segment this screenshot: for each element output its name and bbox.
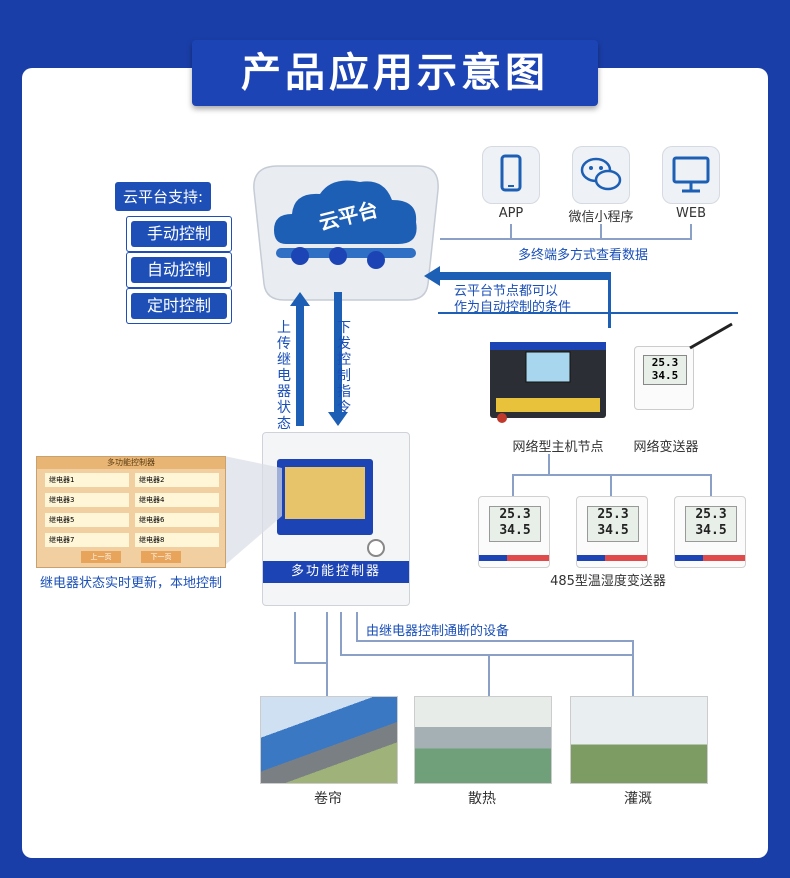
connector <box>488 654 490 696</box>
transmitter-screen: 25.3 34.5 <box>643 355 687 385</box>
device-label-curtain: 卷帘 <box>314 791 342 807</box>
relay-2[interactable]: 继电器2 <box>135 473 219 487</box>
connector <box>294 612 296 662</box>
sensor-stripe <box>577 555 647 561</box>
connector <box>510 224 512 240</box>
sensor-485-2-hum: 34.5 <box>597 523 629 538</box>
cloud-support-heading: 云平台支持: <box>115 182 212 211</box>
controller-screen-frame <box>277 459 373 535</box>
mode-manual-label: 手动控制 <box>131 221 227 247</box>
device-label-cooling: 散热 <box>468 791 496 807</box>
devices-caption: 由继电器控制通断的设备 <box>366 624 510 639</box>
sensor-485-3-hum: 34.5 <box>695 523 727 538</box>
web-icon-box[interactable] <box>662 146 720 204</box>
controller-device: 多功能控制器 <box>262 432 410 606</box>
connector <box>632 640 634 696</box>
network-transmitter: 25.3 34.5 <box>634 346 694 410</box>
connector <box>294 662 328 664</box>
relay-1[interactable]: 继电器1 <box>45 473 129 487</box>
connector <box>710 474 712 496</box>
photo-cooling <box>414 696 552 784</box>
connector <box>512 474 514 496</box>
sensor-485-1-temp: 25.3 <box>499 507 531 522</box>
monitor-icon <box>672 156 710 193</box>
connector <box>600 224 602 240</box>
wechat-icon-box[interactable] <box>572 146 630 204</box>
mode-auto-label: 自动控制 <box>131 257 227 283</box>
mode-auto[interactable]: 自动控制 <box>126 252 232 288</box>
client-label-app: APP <box>498 206 524 221</box>
screen-caption: 继电器状态实时更新，本地控制 <box>40 576 223 591</box>
page-title: 产品应用示意图 <box>241 50 549 96</box>
connector <box>548 454 550 474</box>
cloud-icon <box>274 180 417 244</box>
transmitter-hum: 34.5 <box>651 369 679 382</box>
relay-8[interactable]: 继电器8 <box>135 533 219 547</box>
mode-manual[interactable]: 手动控制 <box>126 216 232 252</box>
connector <box>610 474 612 496</box>
photo-irrigation <box>570 696 708 784</box>
connector <box>690 224 692 240</box>
updown-arrows <box>290 292 348 426</box>
photo-curtain <box>260 696 398 784</box>
relay-6[interactable]: 继电器6 <box>135 513 219 527</box>
zoomed-screen: 多功能控制器 继电器1 继电器2 继电器3 继电器4 继电器5 继电器6 继电器… <box>36 456 226 568</box>
relay-5[interactable]: 继电器5 <box>45 513 129 527</box>
connector <box>326 612 328 696</box>
relay-4[interactable]: 继电器4 <box>135 493 219 507</box>
connector <box>356 612 358 640</box>
connector <box>356 640 634 642</box>
connector <box>340 612 342 654</box>
transmitter-temp: 25.3 <box>651 356 679 369</box>
sensor-bus-line <box>438 312 738 314</box>
node-arrow <box>424 266 611 328</box>
app-icon-box[interactable] <box>482 146 540 204</box>
prev-page-button[interactable]: 上一页 <box>81 551 121 563</box>
sensor-stripe <box>675 555 745 561</box>
uplink-label: 上传继电器状态 <box>277 320 291 432</box>
sensors485-label: 485型温湿度变送器 <box>550 574 666 589</box>
mode-timer-label: 定时控制 <box>131 293 227 319</box>
host-node-label: 网络型主机节点 <box>512 440 604 455</box>
sensor-stripe <box>479 555 549 561</box>
transmitter-label: 网络变送器 <box>633 440 699 455</box>
downlink-label: 下发控制指令 <box>337 320 351 416</box>
clients-caption: 多终端多方式查看数据 <box>517 248 648 263</box>
controller-knob[interactable] <box>367 539 385 557</box>
relay-3[interactable]: 继电器3 <box>45 493 129 507</box>
sensor-485-3-temp: 25.3 <box>695 507 727 522</box>
connector <box>340 654 634 656</box>
controller-screen <box>285 467 365 519</box>
zoomed-screen-title: 多功能控制器 <box>37 457 225 469</box>
relay-7[interactable]: 继电器7 <box>45 533 129 547</box>
controller-label: 多功能控制器 <box>263 561 409 583</box>
mode-timer[interactable]: 定时控制 <box>126 288 232 324</box>
client-label-web: WEB <box>676 206 706 221</box>
next-page-button[interactable]: 下一页 <box>141 551 181 563</box>
sensor-485-1-hum: 34.5 <box>499 523 531 538</box>
cloud-platform-box <box>253 165 439 301</box>
node-note-line1: 云平台节点都可以 <box>454 284 559 299</box>
client-label-wechat: 微信小程序 <box>568 210 634 225</box>
host-node-device <box>490 342 606 423</box>
node-note: 云平台节点都可以 作为自动控制的条件 <box>454 284 571 316</box>
device-label-irrigation: 灌溉 <box>624 791 652 807</box>
phone-icon <box>500 154 522 192</box>
antenna-icon <box>689 322 733 350</box>
zoom-wedge <box>224 456 282 566</box>
connector <box>440 238 692 240</box>
sensor-485-2-temp: 25.3 <box>597 507 629 522</box>
connector <box>512 474 712 476</box>
wechat-icon <box>580 157 622 191</box>
title-banner: 产品应用示意图 <box>192 40 598 106</box>
node-note-line2: 作为自动控制的条件 <box>454 300 572 315</box>
